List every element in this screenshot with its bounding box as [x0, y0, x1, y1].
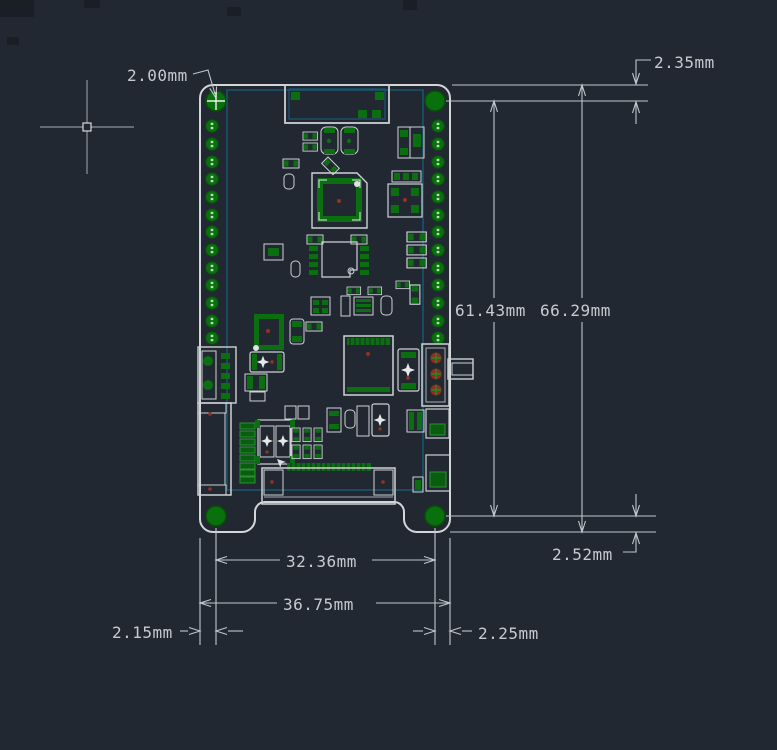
mounting-hole-top-right — [424, 90, 446, 112]
dim-hole-diameter-label: 2.00mm — [127, 66, 188, 85]
bottom-right-buttons — [412, 408, 451, 493]
dim-bottom-margin-label: 2.52mm — [552, 545, 613, 564]
power-switch — [447, 358, 474, 380]
tactile-button-left — [244, 351, 285, 402]
top-connector — [284, 84, 390, 124]
dim-left-margin — [180, 626, 243, 636]
dim-hole-span-vertical-label: 61.43mm — [455, 301, 526, 320]
dual-tactile-buttons — [255, 419, 295, 465]
dim-hole-span-horizontal — [215, 555, 436, 565]
tactile-button-right — [397, 348, 420, 392]
shield-can — [321, 241, 358, 278]
board-outline — [199, 84, 451, 533]
fpc-connector — [261, 459, 396, 505]
dim-top-margin-label: 2.35mm — [654, 53, 715, 72]
usb-connector — [197, 402, 232, 496]
dim-hole-span-vertical — [489, 100, 499, 517]
mounting-hole-bottom-left — [205, 505, 227, 527]
rf-chip — [387, 170, 423, 218]
crosshair-cursor-icon — [40, 80, 134, 174]
dim-board-width — [199, 598, 451, 608]
passive-column — [239, 422, 256, 484]
pointer-glyph — [277, 459, 286, 468]
mid-components — [263, 241, 393, 317]
dim-board-width-label: 36.75mm — [283, 595, 354, 614]
dim-right-margin-label: 2.25mm — [478, 624, 539, 643]
lower-mid-components — [284, 403, 425, 437]
dim-top-margin — [631, 59, 651, 124]
dim-right-margin — [413, 626, 472, 636]
mounting-hole-bottom-right — [424, 505, 446, 527]
dim-board-height — [577, 84, 587, 533]
board-edge-teal-layer — [226, 89, 424, 491]
dim-bottom-margin — [623, 494, 641, 553]
esp32-chip — [311, 172, 368, 229]
jst-connector — [421, 343, 450, 407]
upper-components — [320, 126, 425, 159]
power-management-chip — [253, 314, 284, 351]
dimension-annotations — [180, 59, 656, 645]
screen-artifact-patches — [0, 0, 417, 45]
dim-hole-span-horizontal-label: 32.36mm — [286, 552, 357, 571]
dim-board-height-label: 66.29mm — [540, 301, 611, 320]
pcb-board — [197, 84, 474, 533]
gps-module — [343, 335, 394, 396]
dim-hole-diameter — [192, 69, 225, 110]
dim-left-margin-label: 2.15mm — [112, 623, 173, 642]
